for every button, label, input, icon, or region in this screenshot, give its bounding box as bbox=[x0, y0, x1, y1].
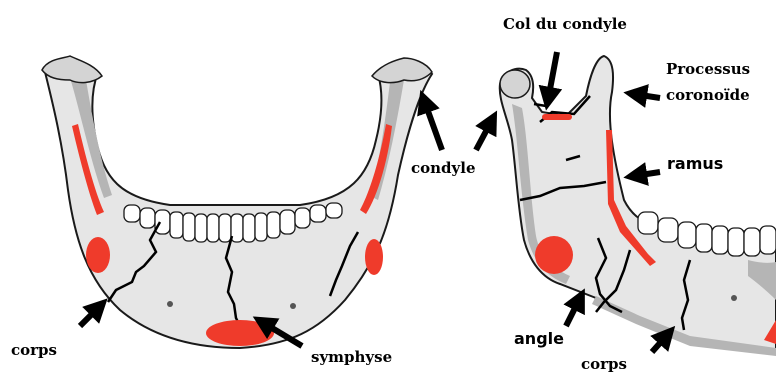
mandible-front-body bbox=[44, 62, 432, 348]
arrow-icon bbox=[548, 52, 557, 100]
mandible-front-view bbox=[42, 56, 432, 348]
label-coronoide: coronoïde bbox=[666, 88, 750, 103]
arrow-icon bbox=[80, 306, 100, 326]
label-corps-front: corps bbox=[11, 343, 57, 358]
side-mental-foramen bbox=[731, 295, 737, 301]
label-condyle: condyle bbox=[411, 161, 476, 176]
label-corps-side: corps bbox=[581, 357, 627, 372]
arrow-icon bbox=[424, 100, 442, 150]
side-condyle-head bbox=[500, 70, 530, 98]
arrow-icon bbox=[566, 298, 580, 326]
label-col-du-condyle: Col du condyle bbox=[503, 17, 627, 32]
arrow-icon bbox=[634, 94, 660, 98]
label-symphyse: symphyse bbox=[311, 350, 392, 365]
arrow-icon bbox=[476, 120, 492, 150]
label-processus: Processus bbox=[666, 62, 750, 77]
mental-foramen-left bbox=[167, 301, 173, 307]
label-ramus: ramus bbox=[667, 156, 723, 172]
arrow-icon bbox=[652, 334, 668, 352]
label-angle: angle bbox=[514, 331, 564, 347]
right-condyle bbox=[372, 58, 432, 83]
arrow-icon bbox=[634, 172, 660, 176]
mental-foramen-right bbox=[290, 303, 296, 309]
